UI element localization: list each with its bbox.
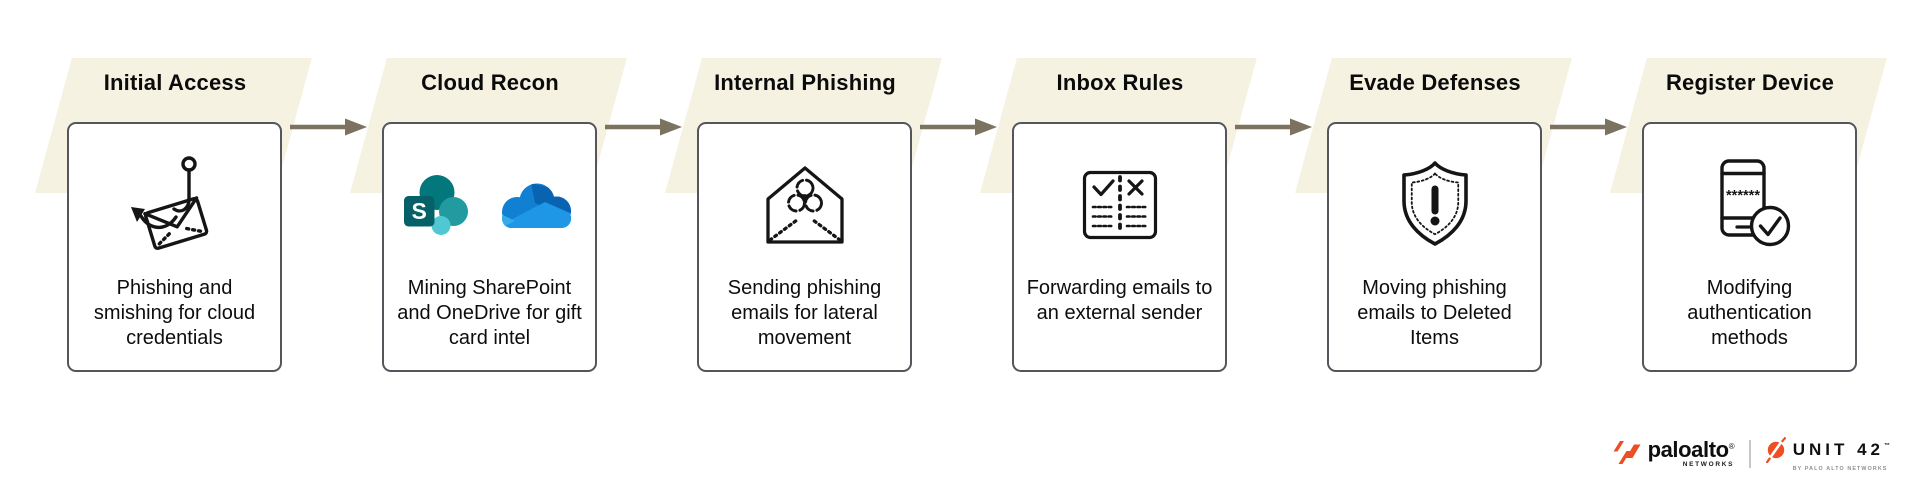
warning-shield-icon [1401,161,1468,246]
stage-description: Phishing and smishing for cloud credenti… [93,277,256,349]
phone-check-icon: ****** [1719,159,1790,247]
unit42-tagline: BY PALO ALTO NETWORKS [1792,465,1888,472]
stage-register-device: Register Device ****** Mo [1575,0,1890,400]
stage-title: Initial Access [103,70,247,95]
stage-internal-phishing: Internal Phishing [630,0,997,400]
rules-checklist-book-icon [1082,170,1157,240]
stage-description: Moving phishing emails to Deleted Items [1357,277,1512,349]
biohazard-envelope-icon [765,166,844,244]
unit42-mark-icon [1765,436,1786,463]
stage-card: Phishing and smishing for cloud credenti… [67,122,282,372]
stage-card: S [382,122,597,372]
stage-title: Evade Defenses [1349,70,1521,95]
flow-arrow-icon [605,118,682,136]
stage-inbox-rules: Inbox Rules [945,0,1312,400]
stage-description: Modifying authentication methods [1687,277,1812,349]
stage-description: Forwarding emails to an external sender [1026,277,1213,324]
flow-arrow-icon [920,118,997,136]
stage-description: Sending phishing emails for lateral move… [727,277,882,349]
stage-description: Mining SharePoint and OneDrive for gift … [397,277,582,349]
flow-arrow-icon [1550,118,1627,136]
stage-title: Inbox Rules [1056,70,1184,95]
networks-label: NETWORKS [1682,461,1735,469]
phone-password-stars: ****** [1726,187,1760,204]
palo-alto-mark-icon [1613,441,1641,465]
unit42-logo: UNIT 42™ BY PALO ALTO NETWORKS [1765,436,1890,472]
phishing-hook-envelope-icon [130,156,208,251]
stage-initial-access: Initial Access [0,0,367,400]
stage-card: Moving phishing emails to Deleted Items [1327,122,1542,372]
palo-alto-wordmark: paloalto® [1647,437,1735,463]
flow-arrow-icon [290,118,367,136]
registered-mark: ® [1728,442,1735,452]
sharepoint-letter: S [411,198,426,224]
palo-alto-networks-logo: paloalto® NETWORKS [1612,439,1735,469]
onedrive-logo-icon [501,183,571,228]
stage-card: Forwarding emails to an external sender [1012,122,1227,372]
stage-card: Sending phishing emails for lateral move… [697,122,912,372]
footer-brand-bar: paloalto® NETWORKS UNIT 42™ BY PALO ALTO… [1612,430,1890,478]
logo-divider [1749,440,1751,468]
flow-arrow-icon [1235,118,1312,136]
stage-title: Cloud Recon [421,70,559,95]
stage-card: ****** Modifying authentication methods [1642,122,1857,372]
unit42-wordmark: UNIT 42™ [1792,439,1890,459]
sharepoint-logo-icon: S [403,175,468,235]
stage-title: Internal Phishing [714,70,896,95]
stage-title: Register Device [1665,70,1835,95]
stage-evade-defenses: Evade Defenses Moving phishing emails to… [1260,0,1627,400]
trademark-mark: ™ [1884,442,1890,449]
stage-cloud-recon: Cloud Recon S [315,0,682,400]
